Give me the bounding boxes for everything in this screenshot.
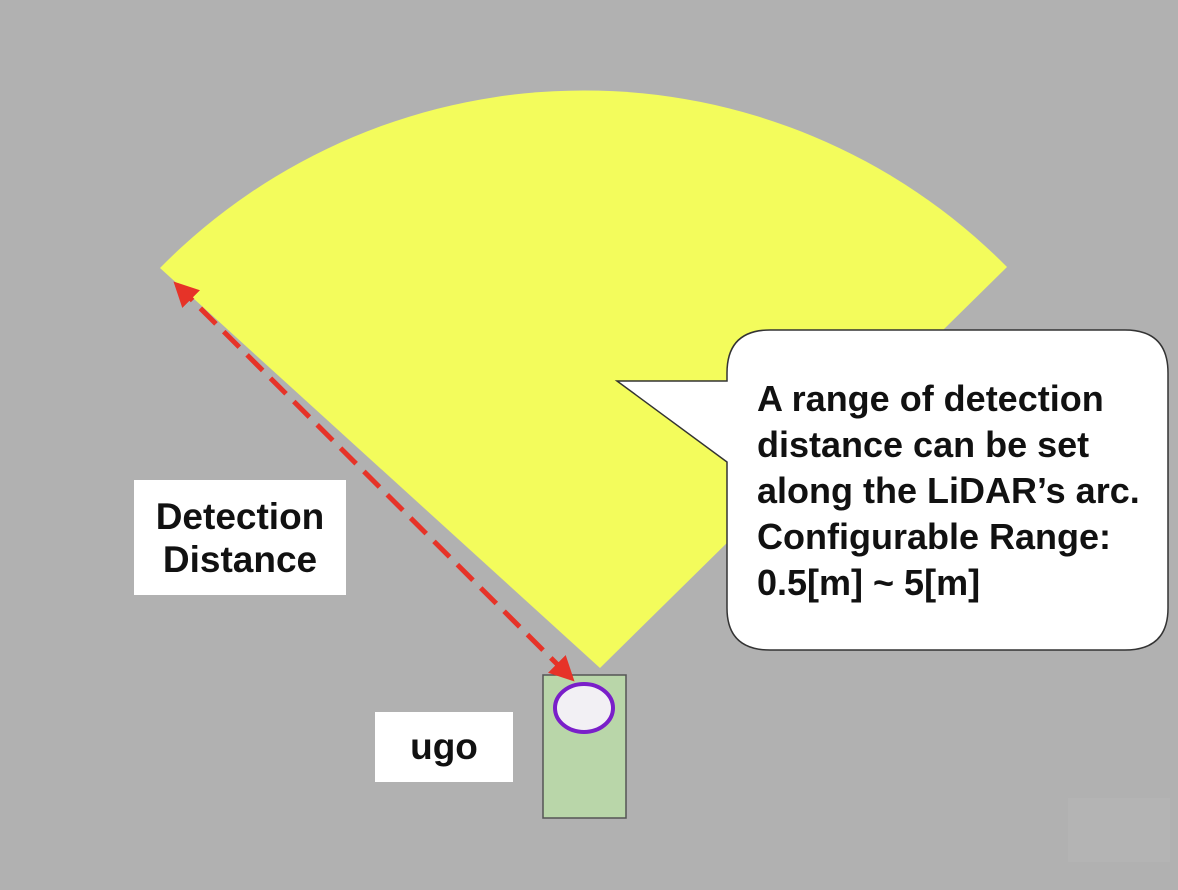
detection-distance-label-line2: Distance — [162, 538, 318, 580]
lidar-sensor-icon — [553, 682, 615, 734]
callout-line: Configurable Range: — [757, 516, 1112, 557]
callout-line: along the LiDAR’s arc. — [757, 470, 1140, 511]
robot-name-label: ugo — [375, 712, 513, 782]
callout-line: distance can be set — [757, 424, 1090, 465]
callout-bubble — [614, 329, 1169, 651]
detection-distance-arrow — [173, 281, 575, 682]
callout-line: 0.5[m] ~ 5[m] — [757, 562, 981, 603]
callout-line: A range of detection — [757, 378, 1104, 419]
detection-distance-label: Detection Distance — [134, 480, 346, 595]
detection-distance-label-line1: Detection — [155, 495, 325, 537]
callout-text: A range of detection distance can be set… — [757, 376, 1157, 606]
detection-area-sector — [160, 90, 1007, 668]
background-patch — [1068, 798, 1170, 862]
robot-name-text: ugo — [410, 726, 478, 767]
